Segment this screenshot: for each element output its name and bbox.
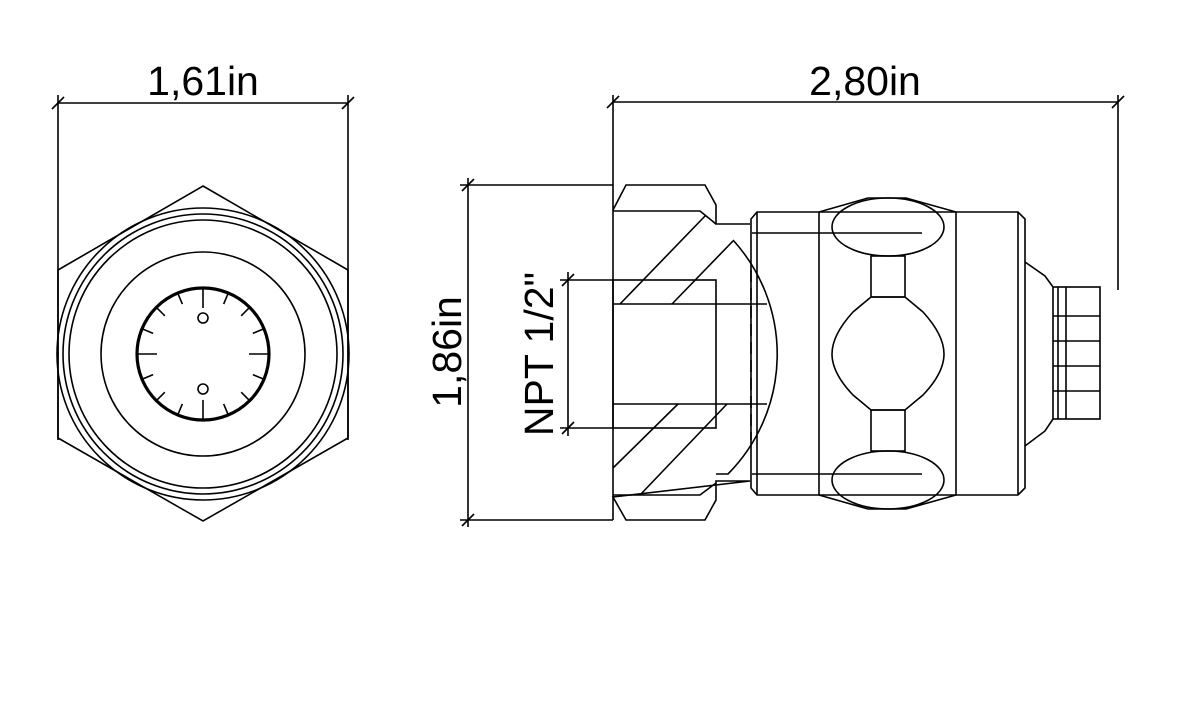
thread-label: NPT 1/2" bbox=[516, 272, 562, 436]
top-lens bbox=[831, 197, 945, 257]
slot-mark bbox=[177, 292, 184, 305]
side-length-label: 2,80in bbox=[809, 58, 921, 104]
dimension-front-width: 1,61in bbox=[51, 58, 355, 110]
connector bbox=[1052, 286, 1101, 420]
hex-nut bbox=[611, 184, 751, 521]
front-width-label: 1,61in bbox=[147, 58, 259, 104]
bottom-lens bbox=[831, 450, 945, 510]
slot-mark bbox=[222, 292, 229, 305]
slot-mark bbox=[222, 403, 229, 416]
slot-mark bbox=[177, 403, 184, 416]
slot-mark bbox=[240, 391, 251, 402]
slot-mark bbox=[155, 306, 166, 317]
slot-mark bbox=[141, 373, 154, 380]
front-view: 1,61in bbox=[51, 58, 355, 522]
side-view: 2,80in 1,86in NPT 1/2" bbox=[424, 58, 1125, 527]
center-orifice bbox=[831, 296, 945, 411]
slot-mark bbox=[252, 328, 265, 335]
hex-outline bbox=[57, 185, 349, 522]
side-height-label: 1,86in bbox=[424, 296, 470, 408]
slot-mark bbox=[252, 373, 265, 380]
slot-mark bbox=[240, 306, 251, 317]
slot-mark bbox=[141, 328, 154, 335]
slot-mark bbox=[155, 391, 166, 402]
nozzle-body bbox=[750, 211, 1026, 496]
